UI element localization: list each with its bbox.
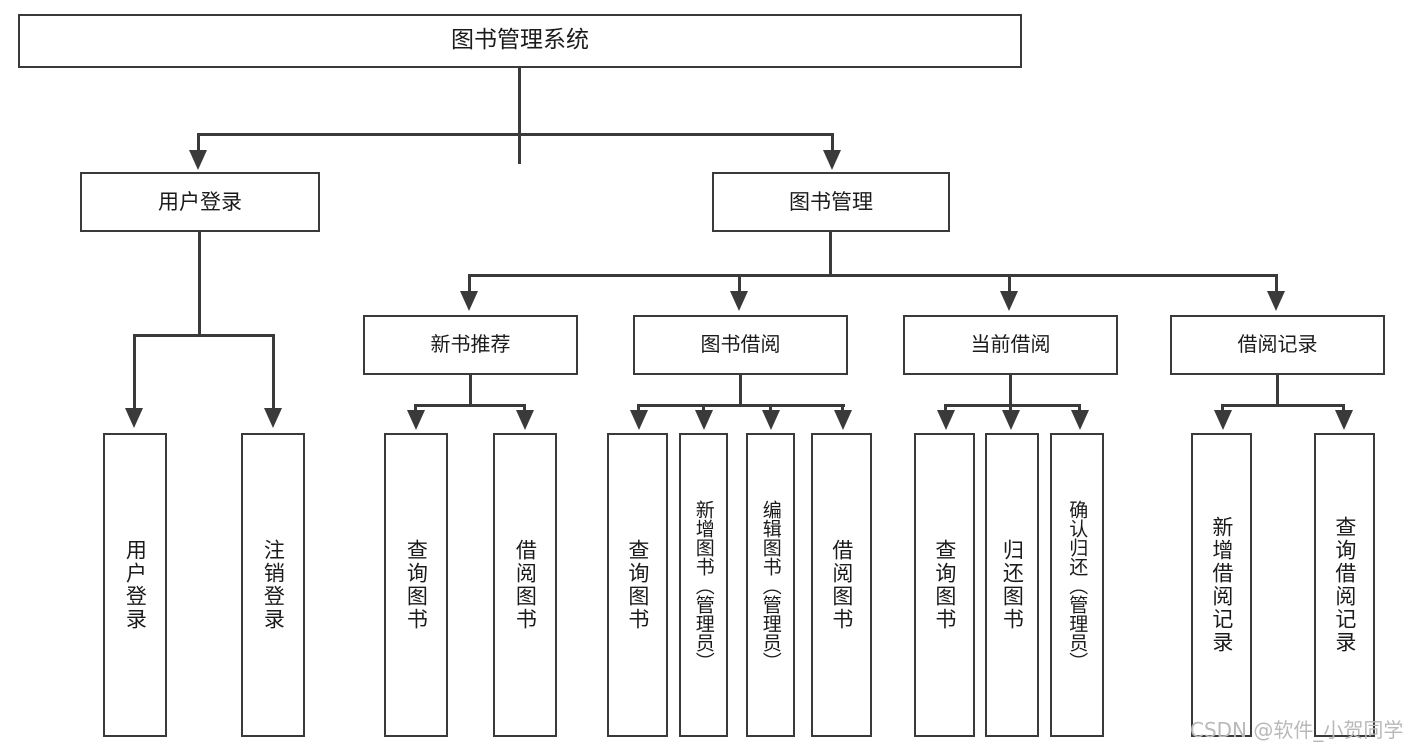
connector-level3-drop-2	[738, 274, 741, 294]
arrow-nbr-leaf-2	[516, 410, 534, 430]
connector-user-login-bus	[133, 334, 275, 337]
connector-level3-drop-4	[1275, 274, 1278, 294]
node-label: 编辑图书（管理员）	[759, 499, 782, 671]
node-user-login[interactable]: 用户登录	[80, 172, 320, 232]
node-new-book-recommend[interactable]: 新书推荐	[363, 315, 578, 375]
node-label: 注销登录	[261, 539, 286, 631]
connector-root-drop-1	[197, 133, 200, 153]
leaf-user-login[interactable]: 用户登录	[103, 433, 167, 737]
leaf-cb-confirm-return-admin[interactable]: 确认归还（管理员）	[1050, 433, 1104, 737]
connector-cb-bus	[944, 404, 1081, 407]
leaf-bb-add-book-admin[interactable]: 新增图书（管理员）	[679, 433, 728, 737]
leaf-br-query-record[interactable]: 查询借阅记录	[1314, 433, 1375, 737]
leaf-nbr-query-book[interactable]: 查询图书	[384, 433, 448, 737]
connector-root-drop-2	[831, 133, 834, 153]
arrow-nbr-leaf-1	[407, 410, 425, 430]
connector-nbr-drop-2	[523, 404, 526, 412]
connector-cb-drop-1	[944, 404, 947, 412]
node-label: 确认归还（管理员）	[1066, 499, 1089, 671]
connector-br-bus	[1221, 404, 1345, 407]
leaf-bb-query-book[interactable]: 查询图书	[607, 433, 668, 737]
node-label: 归还图书	[1000, 539, 1025, 631]
connector-nbr-stem	[469, 375, 472, 407]
arrow-cb-leaf-3	[1071, 410, 1089, 430]
connector-root-stem	[518, 68, 521, 164]
node-label: 查询图书	[932, 539, 957, 631]
arrow-bb-leaf-4	[834, 410, 852, 430]
connector-bb-drop-4	[841, 404, 844, 412]
leaf-bb-borrow-book[interactable]: 借阅图书	[811, 433, 872, 737]
leaf-nbr-borrow-book[interactable]: 借阅图书	[493, 433, 557, 737]
node-label: 查询图书	[625, 539, 650, 631]
connector-bb-drop-1	[637, 404, 640, 412]
connector-nbr-bus	[414, 404, 526, 407]
node-label: 图书管理	[789, 189, 873, 214]
connector-cb-drop-3	[1078, 404, 1081, 412]
connector-level3-drop-1	[468, 274, 471, 294]
arrow-br-leaf-1	[1214, 410, 1232, 430]
connector-br-drop-1	[1221, 404, 1224, 412]
arrow-to-current-borrow	[1000, 291, 1018, 311]
leaf-bb-edit-book-admin[interactable]: 编辑图书（管理员）	[746, 433, 795, 737]
arrow-bb-leaf-1	[630, 410, 648, 430]
node-label: 当前借阅	[970, 332, 1051, 357]
arrow-bb-leaf-3	[762, 410, 780, 430]
node-label: 借阅图书	[829, 539, 854, 631]
node-borrow-record[interactable]: 借阅记录	[1170, 315, 1385, 375]
node-label: 用户登录	[123, 539, 148, 631]
node-label: 图书管理系统	[451, 27, 589, 54]
connector-cb-stem	[1009, 375, 1012, 407]
connector-bb-drop-2	[702, 404, 705, 412]
node-current-borrow[interactable]: 当前借阅	[903, 315, 1118, 375]
node-book-manage[interactable]: 图书管理	[712, 172, 950, 232]
arrow-to-borrow-record	[1267, 291, 1285, 311]
node-label: 借阅图书	[513, 539, 538, 631]
arrow-to-leaf-logout	[264, 408, 282, 428]
arrow-bb-leaf-2	[695, 410, 713, 430]
node-label: 用户登录	[158, 189, 242, 214]
arrow-to-book-manage	[823, 150, 841, 170]
arrow-cb-leaf-1	[937, 410, 955, 430]
arrow-to-new-book-recommend	[460, 291, 478, 311]
arrow-cb-leaf-2	[1002, 410, 1020, 430]
node-label: 借阅记录	[1237, 332, 1318, 357]
arrow-to-user-login	[189, 150, 207, 170]
connector-user-login-drop-2	[272, 334, 275, 410]
connector-root-bus	[197, 133, 834, 136]
leaf-cb-return-book[interactable]: 归还图书	[985, 433, 1039, 737]
connector-level3-drop-3	[1008, 274, 1011, 294]
node-label: 查询借阅记录	[1332, 516, 1357, 654]
node-label: 图书借阅	[700, 332, 781, 357]
connector-book-manage-stem	[829, 232, 832, 277]
leaf-br-add-record[interactable]: 新增借阅记录	[1191, 433, 1252, 737]
node-book-borrow[interactable]: 图书借阅	[633, 315, 848, 375]
connector-bb-bus	[637, 404, 845, 407]
connector-book-manage-bus	[468, 274, 1278, 277]
node-label: 新增图书（管理员）	[692, 499, 715, 671]
leaf-cb-query-book[interactable]: 查询图书	[914, 433, 975, 737]
connector-br-drop-2	[1342, 404, 1345, 412]
connector-user-login-stem	[198, 232, 201, 337]
node-label: 新增借阅记录	[1209, 516, 1234, 654]
connector-cb-drop-2	[1009, 404, 1012, 412]
node-root-system[interactable]: 图书管理系统	[18, 14, 1022, 68]
arrow-br-leaf-2	[1335, 410, 1353, 430]
connector-bb-drop-3	[769, 404, 772, 412]
connector-nbr-drop-1	[414, 404, 417, 412]
connector-bb-stem	[739, 375, 742, 407]
arrow-to-leaf-user-login	[125, 408, 143, 428]
leaf-logout[interactable]: 注销登录	[241, 433, 305, 737]
node-label: 查询图书	[404, 539, 429, 631]
connector-br-stem	[1276, 375, 1279, 407]
node-label: 新书推荐	[430, 332, 511, 357]
connector-user-login-drop-1	[133, 334, 136, 410]
arrow-to-book-borrow	[730, 291, 748, 311]
